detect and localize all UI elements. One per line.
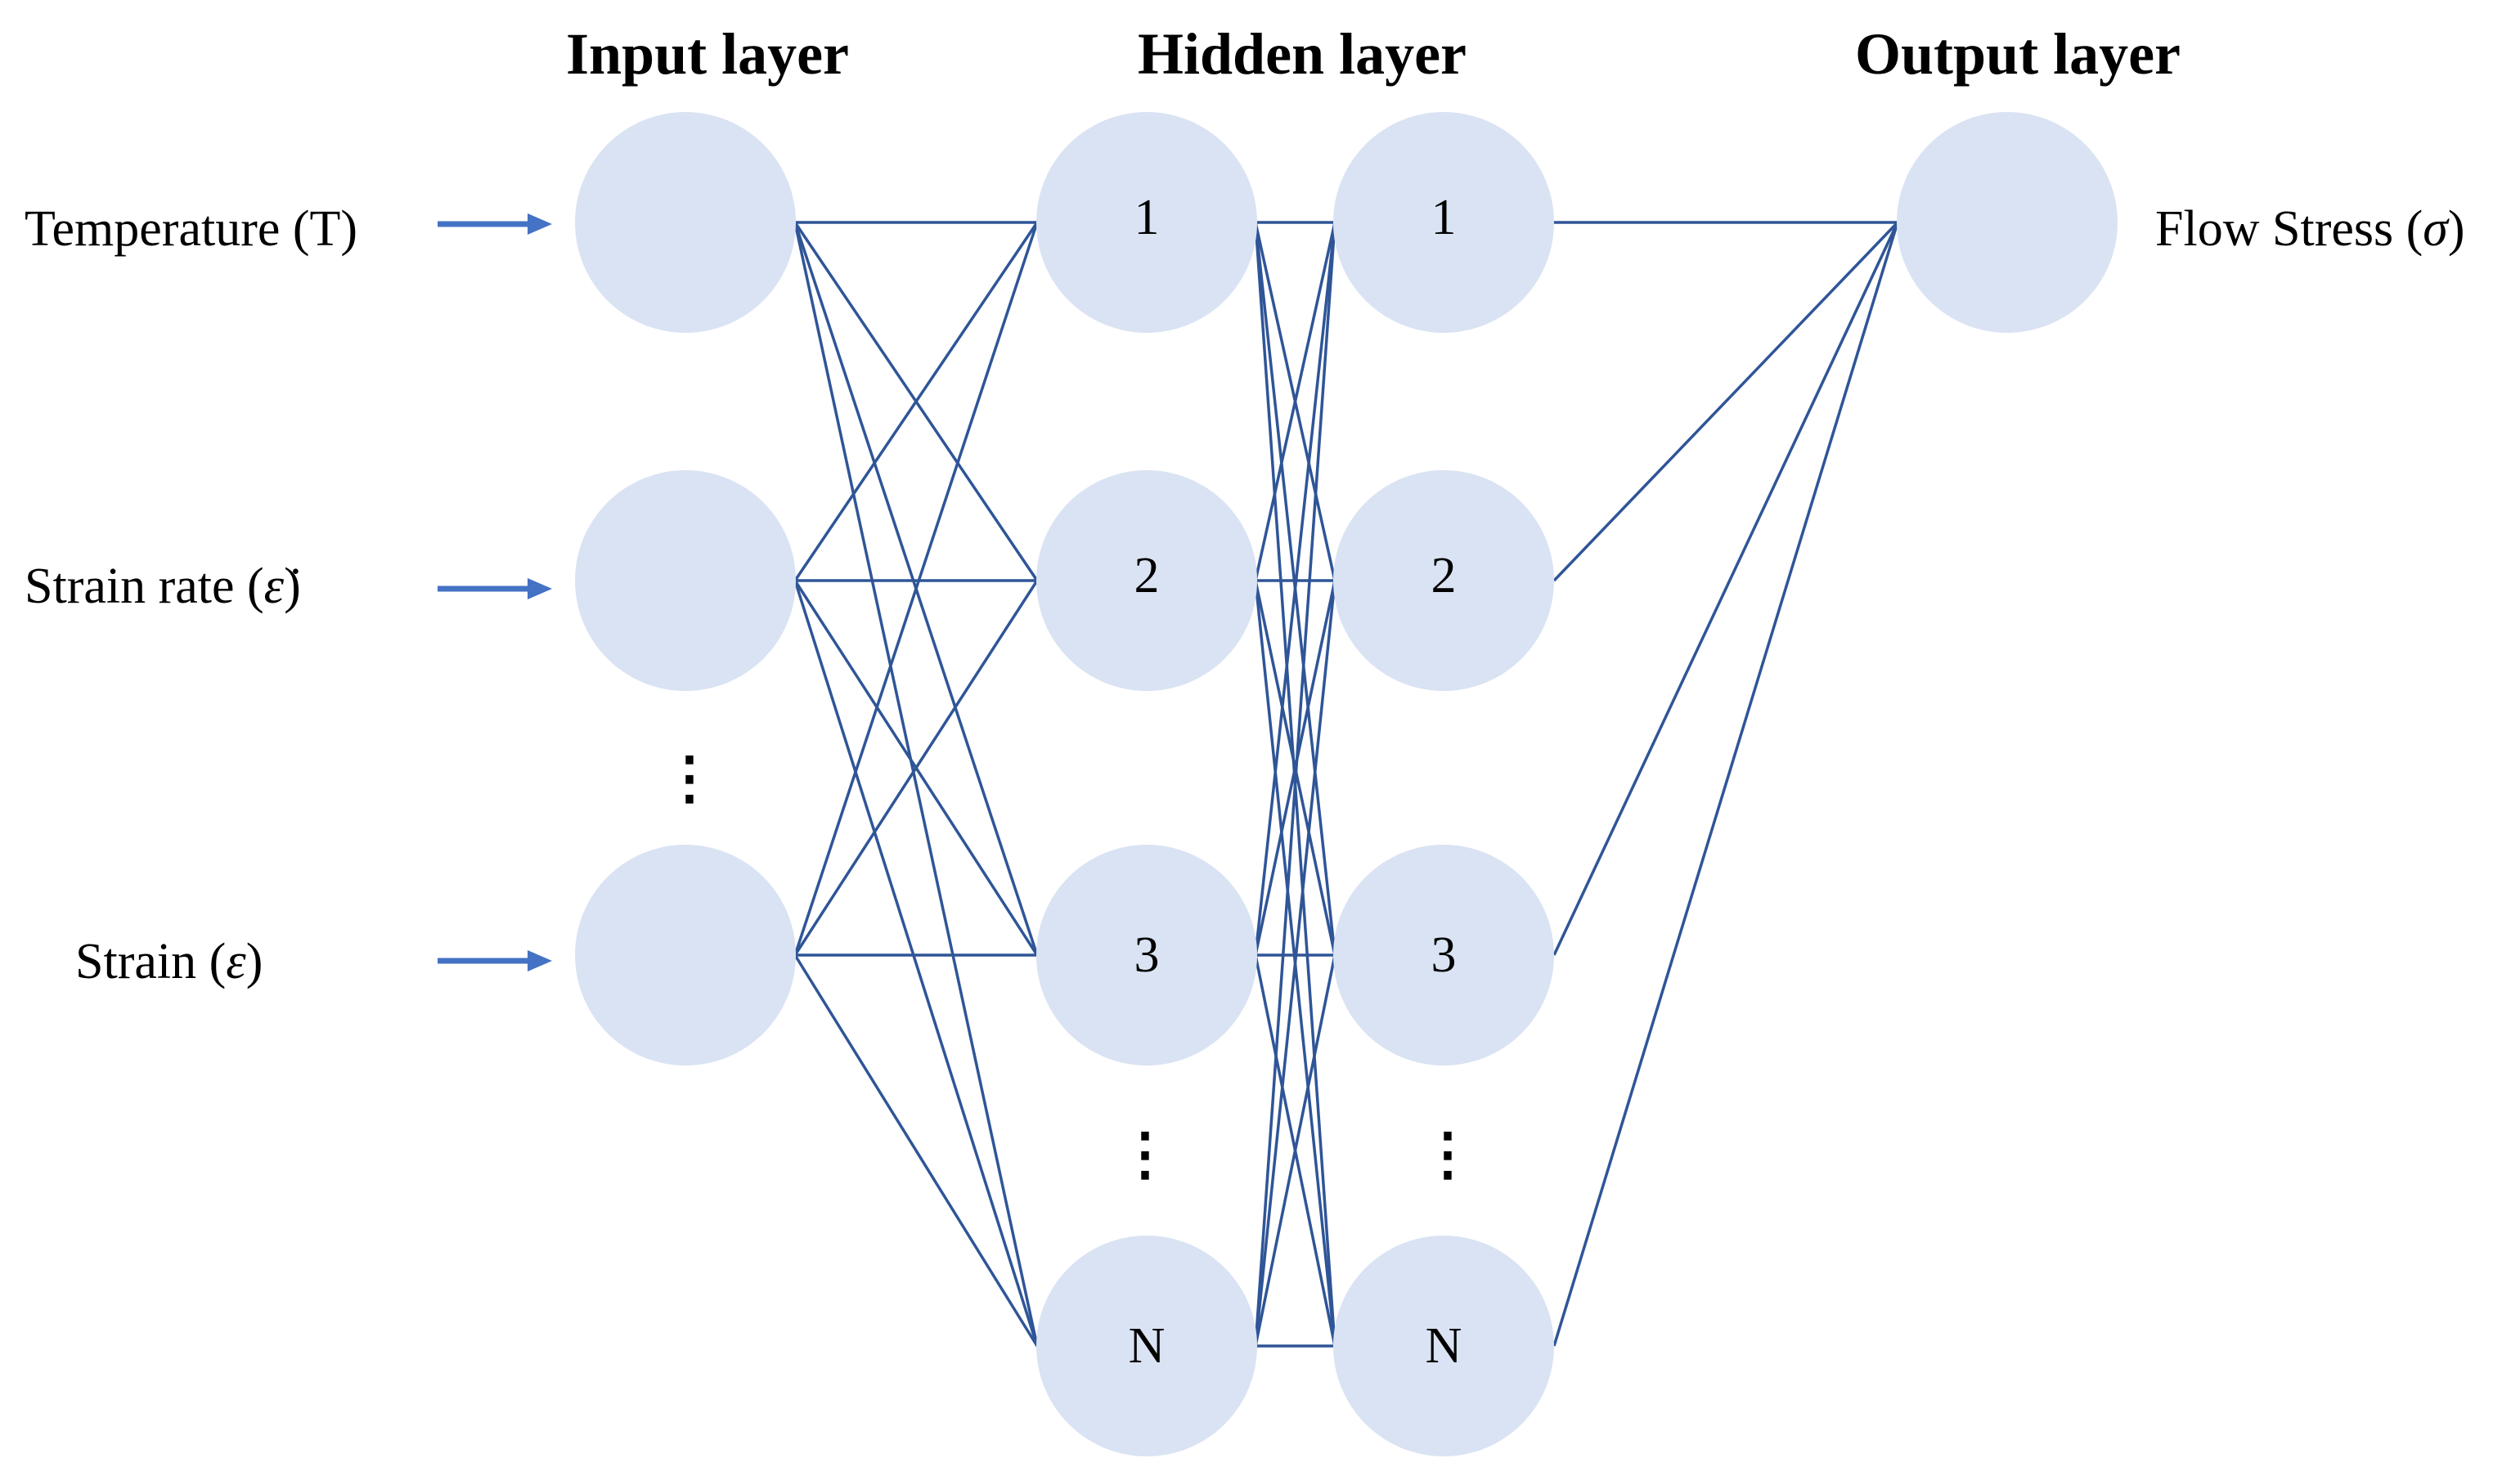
hidden1-node-n-label: N [1129,1318,1166,1374]
hidden1-node-1 [1036,112,1257,333]
edge-input2-hidden1-4 [793,580,1039,1347]
hidden2-node-3 [1333,845,1554,1066]
edge-hidden1-4-hidden2-2 [1254,580,1336,1347]
nodes [575,112,2118,1456]
hidden2-node-n [1333,1236,1554,1456]
hidden2-node-3-label: 3 [1431,927,1457,983]
edge-hidden1-3-hidden2-1 [1254,222,1336,956]
hidden1-node-3-label: 3 [1134,927,1160,983]
hidden2-node-1 [1333,112,1554,333]
arrow-strain [438,950,552,971]
input-node-strain-rate [575,470,796,691]
hidden1-node-1-label: 1 [1134,190,1160,245]
hidden1-ellipsis: ⋮ [1116,1124,1174,1187]
edge-hidden1-4-hidden2-1 [1254,222,1336,1347]
arrow-temperature [438,213,552,235]
header-output-layer: Output layer [1855,21,2181,87]
header-input-layer: Input layer [566,21,849,87]
input-node-strain [575,845,796,1066]
label-strain: Strain (ε) [75,934,263,989]
hidden2-node-2 [1333,470,1554,691]
header-hidden-layer: Hidden layer [1138,21,1467,87]
edge-input1-hidden1-4 [793,222,1039,1347]
input-node-temperature [575,112,796,333]
edge-input2-hidden1-1 [793,222,1039,581]
edge-hidden2-3-output [1552,222,1899,956]
input-arrows [438,213,552,971]
hidden1-node-2 [1036,470,1257,691]
hidden2-node-1-label: 1 [1431,190,1457,245]
hidden2-node-2-label: 2 [1431,548,1457,603]
hidden2-ellipsis: ⋮ [1419,1124,1476,1187]
hidden2-node-n-label: N [1426,1318,1462,1374]
edge-hidden2-2-output [1552,221,1899,582]
label-flow-stress: Flow Stress (σ) [2155,201,2465,257]
hidden1-node-3 [1036,845,1257,1066]
edge-input3-hidden1-1 [793,222,1039,956]
edge-hidden2-4-output [1552,222,1899,1347]
arrow-strain-rate [438,578,552,599]
label-strain-rate: Strain rate (ε̇) [25,559,301,614]
hidden1-node-n [1036,1236,1257,1456]
label-temperature: Temperature (T) [25,201,357,257]
input-ellipsis: ⋮ [661,747,718,810]
connections [793,221,1899,1348]
edge-hidden1-4-hidden2-3 [1254,954,1336,1347]
edge-hidden1-2-hidden2-1 [1254,222,1336,581]
hidden1-node-2-label: 2 [1134,548,1160,603]
edge-input3-hidden1-2 [793,580,1039,956]
edge-input3-hidden1-4 [793,954,1039,1347]
output-node-flow-stress [1897,112,2118,333]
